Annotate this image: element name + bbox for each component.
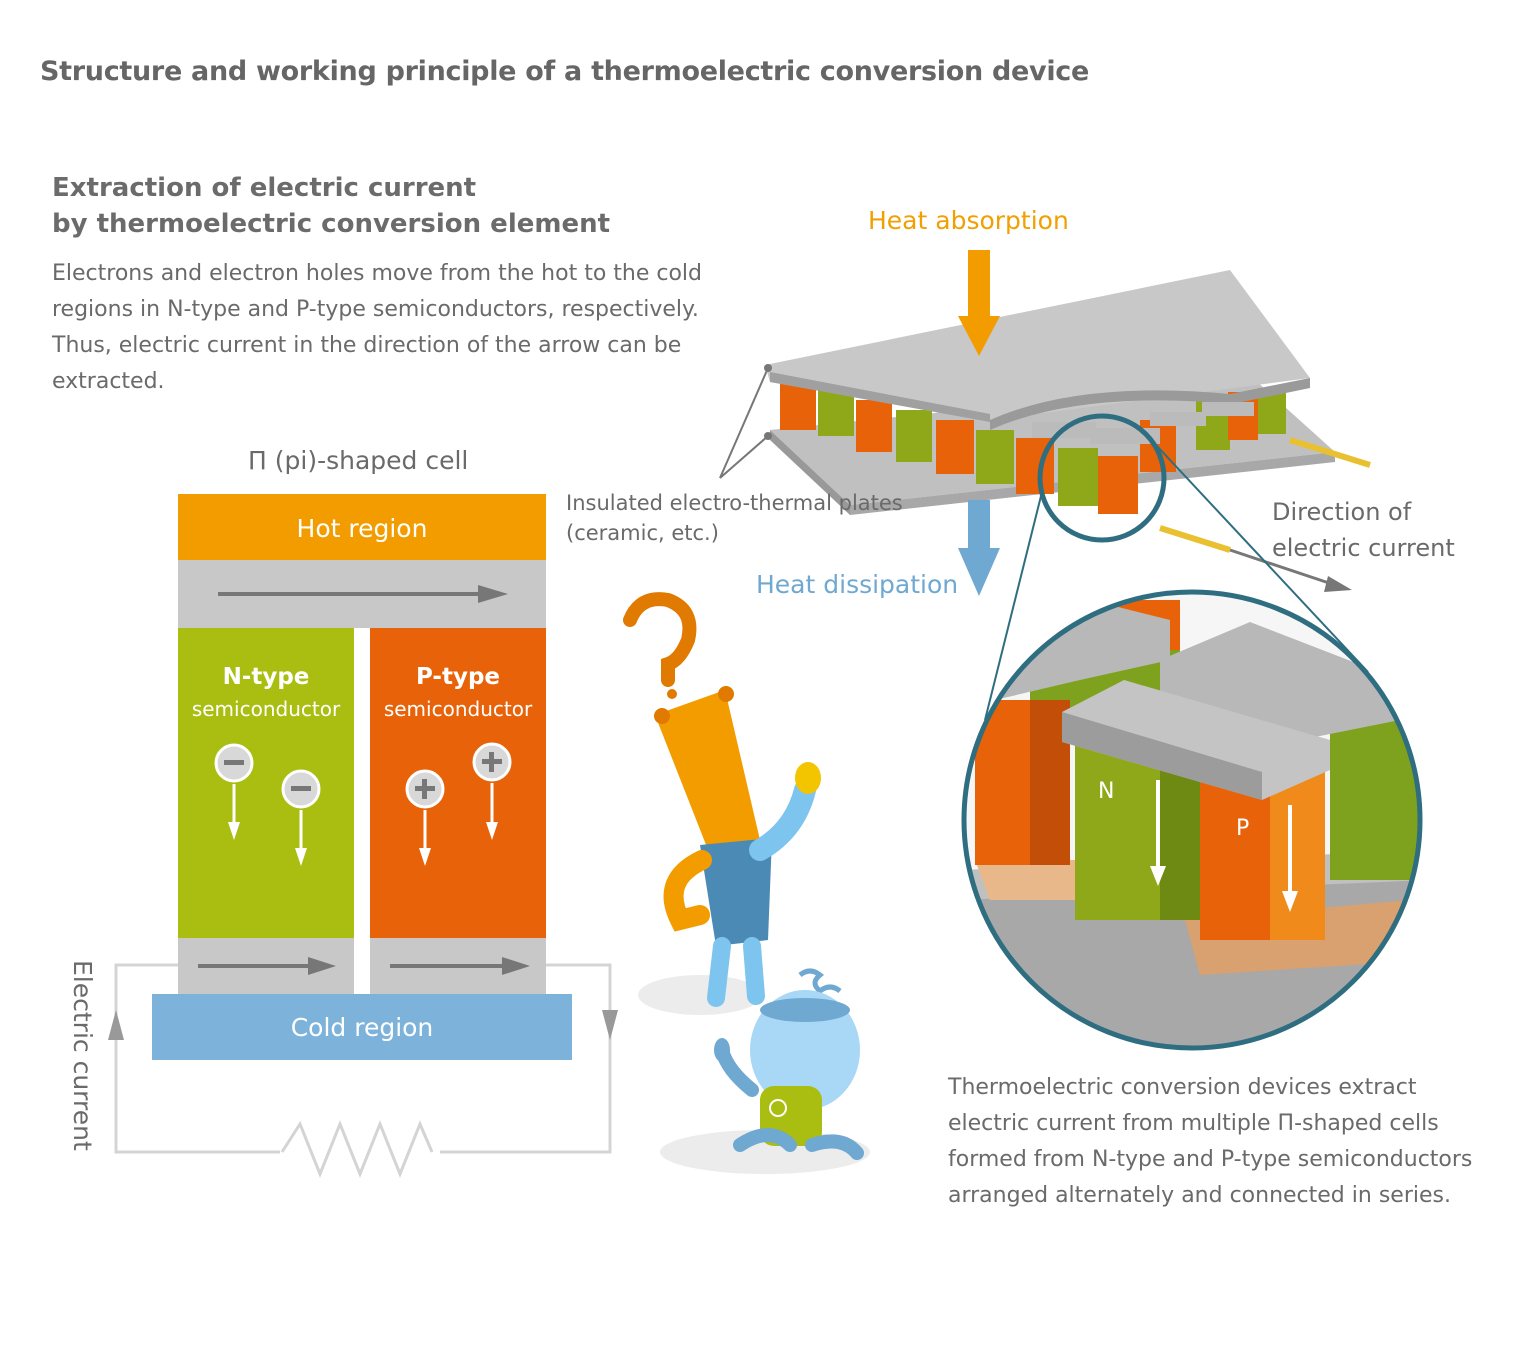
hot-region-label: Hot region <box>297 514 428 543</box>
current-direction-arrow <box>1229 548 1352 592</box>
character-mascot-icon <box>623 592 870 1174</box>
current-direction-line2: electric current <box>1272 534 1455 562</box>
right-arrow-icon <box>478 585 508 603</box>
zoom-circle-border <box>961 589 1423 1051</box>
zoom-origin-circle <box>1037 413 1167 543</box>
n-type-sublabel: semiconductor <box>192 697 341 721</box>
current-direction-line1: Direction of <box>1272 498 1412 526</box>
section-heading-line1: Extraction of electric current <box>52 173 477 203</box>
current-direction-label: Direction of electric current <box>1272 494 1455 566</box>
section-description: Electrons and electron holes move from t… <box>52 261 702 394</box>
pi-cell-diagram: Hot region Cold region N-type semiconduc… <box>68 494 618 1179</box>
footer-description: Thermoelectric conversion devices extrac… <box>948 1075 1473 1208</box>
plus-carrier-icon <box>472 742 512 840</box>
hot-region <box>178 494 546 560</box>
zoom-detail: N P <box>964 592 1420 1048</box>
thermoelectric-device <box>719 250 1371 721</box>
heat-dissipation-arrow <box>958 500 1000 596</box>
heat-absorption-label: Heat absorption <box>868 206 1069 235</box>
n-type-block <box>178 628 354 938</box>
n-type-label: N-type <box>223 664 310 690</box>
section-heading-line2: by thermoelectric conversion element <box>52 209 611 239</box>
section-heading: Extraction of electric current by thermo… <box>52 170 610 242</box>
minus-carrier-icon <box>214 743 254 840</box>
top-plate <box>765 270 1310 420</box>
cold-region <box>152 994 572 1060</box>
plates-label-line1: Insulated electro-thermal plates <box>566 491 903 515</box>
question-mark-icon <box>623 592 697 699</box>
electric-current-label: Electric current <box>68 960 97 1151</box>
heat-dissipation-label: Heat dissipation <box>756 570 959 599</box>
zoom-n-label: N <box>1098 779 1114 804</box>
plates-label-line2: (ceramic, etc.) <box>566 521 719 545</box>
p-type-sublabel: semiconductor <box>384 697 533 721</box>
plus-carrier-icon <box>405 769 445 866</box>
cold-region-label: Cold region <box>291 1013 434 1042</box>
page-title: Structure and working principle of a the… <box>40 56 1089 87</box>
pi-cell-label: Π (pi)-shaped cell <box>248 446 469 475</box>
up-arrow-icon <box>108 1010 124 1040</box>
zoom-p-label: P <box>1236 816 1249 841</box>
resistor-icon <box>280 1119 440 1179</box>
down-arrow-icon <box>602 1010 618 1040</box>
p-type-block <box>370 628 546 938</box>
plates-label: Insulated electro-thermal plates (cerami… <box>566 488 903 548</box>
minus-carrier-icon <box>281 769 321 866</box>
p-type-label: P-type <box>416 664 500 690</box>
heat-absorption-arrow <box>958 250 1000 356</box>
